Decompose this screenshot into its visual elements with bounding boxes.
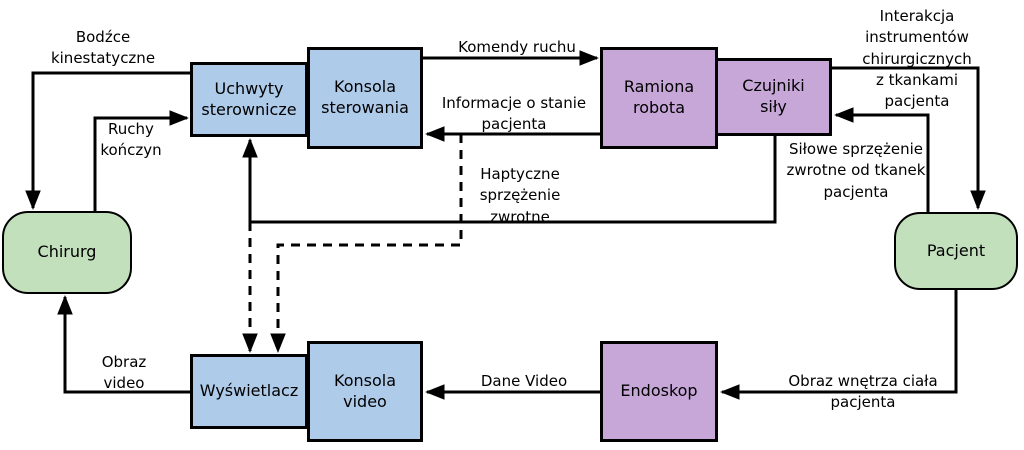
node-chirurg: Chirurg xyxy=(2,211,132,294)
node-pacjent: Pacjent xyxy=(894,212,1018,290)
edge-label-obraz-wnetrza: Obraz wnętrza ciała pacjenta xyxy=(788,372,938,412)
edge-label-silowe-sprzezenie: Siłowe sprzężenie zwrotne od tkanek pacj… xyxy=(786,140,926,201)
edge-label-dane-video: Dane Video xyxy=(480,372,568,390)
node-czujniki-sily: Czujniki siły xyxy=(715,58,832,136)
edge-label-obraz-video: Obraz video xyxy=(101,353,147,393)
node-uchwyty-sterownicze: Uchwyty sterownicze xyxy=(190,62,308,137)
edge-label-informacje-o-stanie: Informacje o stanie pacjenta xyxy=(441,94,587,134)
node-konsola-sterowania: Konsola sterowania xyxy=(307,47,423,149)
edge-haptyczne-dash-right xyxy=(270,134,463,353)
node-konsola-video: Konsola video xyxy=(307,341,423,442)
node-ramiona-robota: Ramiona robota xyxy=(600,47,718,149)
edge-label-bodzce-kinestatyczne: Bodźce kinestatyczne xyxy=(50,28,156,68)
edge-label-ruchy-konczyn: Ruchy kończyn xyxy=(100,120,162,160)
edge-label-haptyczne-sprzezenie: Haptyczne sprzężenie zwrotne xyxy=(479,165,561,226)
node-wyswietlacz: Wyświetlacz xyxy=(190,354,308,429)
node-endoskop: Endoskop xyxy=(600,341,718,442)
edge-label-interakcja-instrumentow: Interakcja instrumentów chirurgicznych z… xyxy=(862,7,972,111)
edge-label-komendy-ruchu: Komendy ruchu xyxy=(458,38,576,56)
